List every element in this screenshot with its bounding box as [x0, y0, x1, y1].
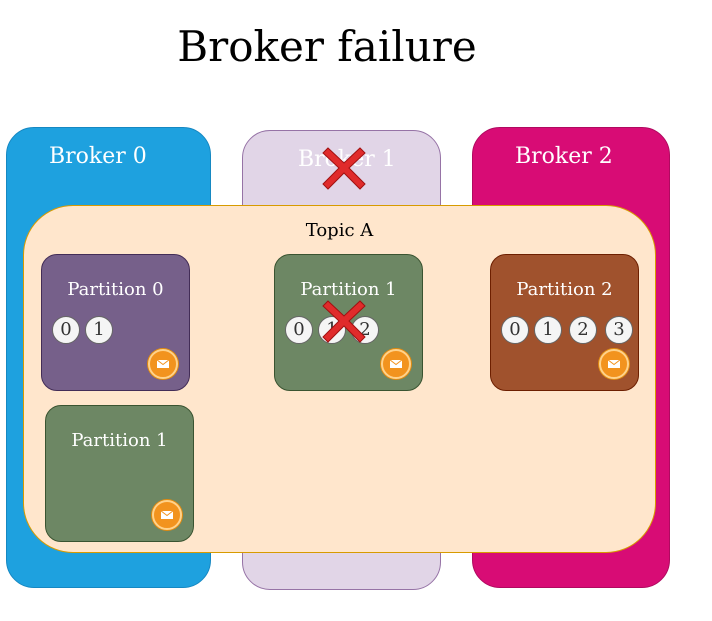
mail-icon	[152, 500, 182, 530]
offset-0: 0	[285, 316, 313, 344]
partition-2-label: Partition 2	[516, 279, 613, 300]
offset-3: 3	[605, 316, 633, 344]
partition-1-failure-cross-icon	[322, 300, 366, 343]
topic-label: Topic A	[305, 220, 374, 241]
offset-1: 1	[85, 316, 113, 344]
partition-1-failed: Partition 1 0 1 2	[274, 254, 423, 391]
offset-2: 2	[569, 316, 597, 344]
partition-0-label: Partition 0	[67, 279, 164, 300]
broker-1-failure-cross-icon	[322, 147, 366, 190]
broker-2-label: Broker 2	[515, 144, 613, 169]
offset-1: 1	[534, 316, 562, 344]
mail-icon	[599, 349, 629, 379]
diagram-title: Broker failure	[177, 22, 477, 71]
topic-a: Topic A Partition 0 0 1 Partition 1 0 1 …	[23, 205, 656, 553]
mail-icon	[381, 349, 411, 379]
partition-0: Partition 0 0 1	[41, 254, 190, 391]
broker-0-label: Broker 0	[49, 144, 147, 169]
offset-0: 0	[52, 316, 80, 344]
partition-1-label: Partition 1	[300, 279, 397, 300]
partition-1-replica-label: Partition 1	[71, 430, 168, 451]
partition-2: Partition 2 0 1 2 3	[490, 254, 639, 391]
partition-1-replica: Partition 1	[45, 405, 194, 542]
offset-0: 0	[501, 316, 529, 344]
mail-icon	[148, 349, 178, 379]
